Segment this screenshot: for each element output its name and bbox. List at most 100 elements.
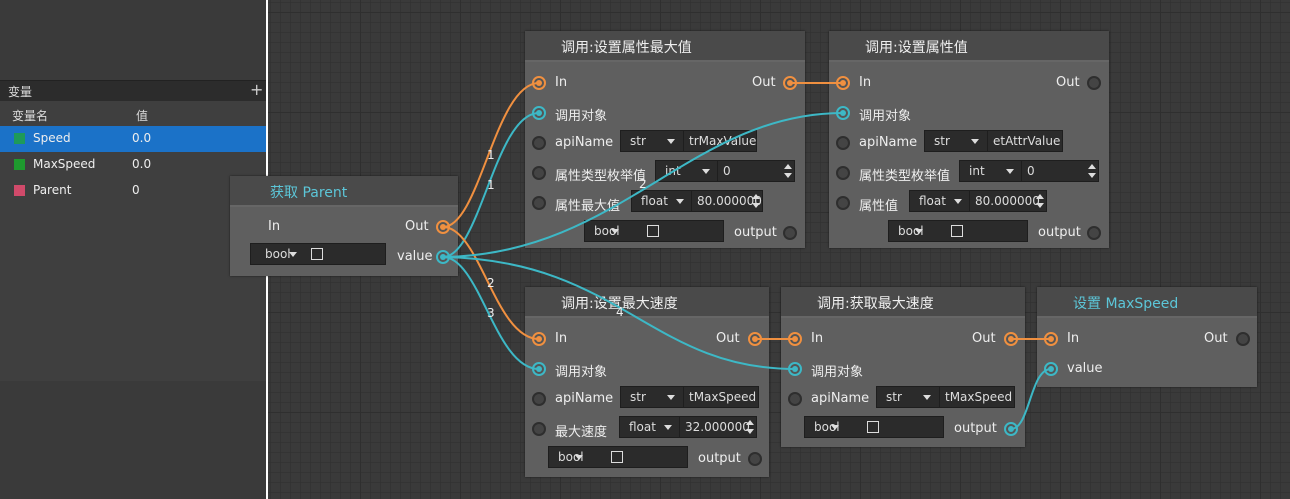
wire-label: 1 <box>487 148 495 162</box>
out-exec-pin[interactable] <box>748 332 762 346</box>
out-exec-pin[interactable] <box>1087 76 1101 90</box>
bool-dropdown[interactable]: bool <box>584 220 724 242</box>
value-pin[interactable] <box>836 196 850 210</box>
apiname-type-dropdown[interactable]: str <box>620 130 684 152</box>
max-value-input[interactable]: 80.000000 <box>691 190 763 212</box>
wire-label: 2 <box>639 177 647 191</box>
node-get-max-speed[interactable]: 调用:获取最大速度 In Out 调用对象 apiName str tMaxSp… <box>781 287 1025 447</box>
variable-value: 0 <box>132 183 140 197</box>
node-set-attr[interactable]: 调用:设置属性值 In Out 调用对象 apiName str etAttrV… <box>829 31 1109 248</box>
enum-type-dropdown[interactable]: int <box>655 160 719 182</box>
out-exec-pin[interactable] <box>1004 332 1018 346</box>
in-exec-pin[interactable] <box>1044 332 1058 346</box>
apiname-input[interactable]: tMaxSpeed <box>683 386 759 408</box>
apiname-input[interactable]: tMaxSpeed <box>939 386 1015 408</box>
in-exec-pin[interactable] <box>788 332 802 346</box>
node-get-parent[interactable]: 获取 Parent In Out bool value <box>230 176 458 276</box>
bool-dropdown[interactable]: bool <box>888 220 1028 242</box>
apiname-pin[interactable] <box>788 392 802 406</box>
node-set-maxspeed-var[interactable]: 设置 MaxSpeed In Out value <box>1037 287 1257 387</box>
add-variable-button[interactable]: + <box>250 80 264 99</box>
speed-input[interactable]: 32.000000 <box>679 416 757 438</box>
in-exec-pin[interactable] <box>836 76 850 90</box>
variable-name: Speed <box>33 131 71 145</box>
variable-name: Parent <box>33 183 72 197</box>
output-pin[interactable] <box>783 226 797 240</box>
apiname-label: apiName <box>555 135 614 150</box>
out-exec-pin[interactable] <box>436 220 450 234</box>
node-title: 调用:设置属性最大值 <box>561 40 692 56</box>
value-label: value <box>397 249 433 264</box>
node-set-attr-max[interactable]: 调用:设置属性最大值 In Out 调用对象 apiName str trMax… <box>525 31 805 248</box>
value-data-pin[interactable] <box>1044 362 1058 376</box>
apiname-input[interactable]: etAttrValue <box>987 130 1063 152</box>
variable-row-speed[interactable]: Speed 0.0 <box>0 126 266 152</box>
target-label: 调用对象 <box>555 365 608 380</box>
bool-checkbox[interactable] <box>867 421 879 433</box>
value-input[interactable]: 80.000000 <box>969 190 1047 212</box>
in-exec-pin[interactable] <box>532 332 546 346</box>
max-value-pin[interactable] <box>532 196 546 210</box>
enum-label: 属性类型枚举值 <box>859 169 951 184</box>
max-value-type-dropdown[interactable]: float <box>631 190 693 212</box>
target-data-pin[interactable] <box>836 106 850 120</box>
bool-dropdown[interactable]: bool <box>804 416 944 438</box>
variable-value: 0.0 <box>132 157 152 171</box>
node-set-max-speed[interactable]: 调用:设置最大速度 In Out 调用对象 apiName str tMaxSp… <box>525 287 769 477</box>
bool-dropdown[interactable]: bool <box>548 446 688 468</box>
speed-type-dropdown[interactable]: float <box>619 416 681 438</box>
apiname-input[interactable]: trMaxValue <box>683 130 757 152</box>
value-data-pin[interactable] <box>436 250 450 264</box>
target-data-pin[interactable] <box>788 362 802 376</box>
target-label: 调用对象 <box>555 109 608 124</box>
enum-input[interactable]: 0 <box>717 160 795 182</box>
variable-color-swatch <box>14 133 25 144</box>
apiname-label: apiName <box>811 391 870 406</box>
variable-name: MaxSpeed <box>33 157 96 171</box>
in-label: In <box>268 219 281 234</box>
output-pin[interactable] <box>748 452 762 466</box>
apiname-label: apiName <box>859 135 918 150</box>
bool-dropdown[interactable]: bool <box>250 243 386 265</box>
output-label: output <box>954 421 997 436</box>
value-type-dropdown[interactable]: float <box>909 190 971 212</box>
wire-label: 3 <box>487 306 495 320</box>
bool-checkbox[interactable] <box>951 225 963 237</box>
target-label: 调用对象 <box>811 365 864 380</box>
out-exec-pin[interactable] <box>1236 332 1250 346</box>
apiname-pin[interactable] <box>532 136 546 150</box>
out-label: Out <box>716 331 740 346</box>
target-data-pin[interactable] <box>532 362 546 376</box>
apiname-label: apiName <box>555 391 614 406</box>
out-label: Out <box>972 331 996 346</box>
bool-checkbox[interactable] <box>647 225 659 237</box>
variables-header: 变量 + <box>0 80 266 101</box>
variable-row-parent[interactable]: Parent 0 <box>0 178 266 204</box>
target-data-pin[interactable] <box>532 106 546 120</box>
speed-pin[interactable] <box>532 422 546 436</box>
enum-pin[interactable] <box>836 166 850 180</box>
apiname-type-dropdown[interactable]: str <box>876 386 940 408</box>
column-header-name: 变量名 <box>12 109 49 123</box>
apiname-pin[interactable] <box>836 136 850 150</box>
variable-row-maxspeed[interactable]: MaxSpeed 0.0 <box>0 152 266 178</box>
apiname-type-dropdown[interactable]: str <box>620 386 684 408</box>
node-title: 设置 MaxSpeed <box>1073 296 1179 312</box>
enum-type-dropdown[interactable]: int <box>959 160 1023 182</box>
bool-checkbox[interactable] <box>611 451 623 463</box>
out-label: Out <box>1204 331 1228 346</box>
output-data-pin[interactable] <box>1004 422 1018 436</box>
out-exec-pin[interactable] <box>783 76 797 90</box>
bool-checkbox[interactable] <box>311 248 323 260</box>
apiname-type-dropdown[interactable]: str <box>924 130 988 152</box>
in-exec-pin[interactable] <box>532 76 546 90</box>
output-pin[interactable] <box>1087 226 1101 240</box>
in-label: In <box>555 331 568 346</box>
apiname-pin[interactable] <box>532 392 546 406</box>
enum-input[interactable]: 0 <box>1021 160 1099 182</box>
variable-value: 0.0 <box>132 131 152 145</box>
variable-color-swatch <box>14 185 25 196</box>
enum-pin[interactable] <box>532 166 546 180</box>
node-title: 调用:设置属性值 <box>865 40 968 56</box>
output-label: output <box>1038 225 1081 240</box>
